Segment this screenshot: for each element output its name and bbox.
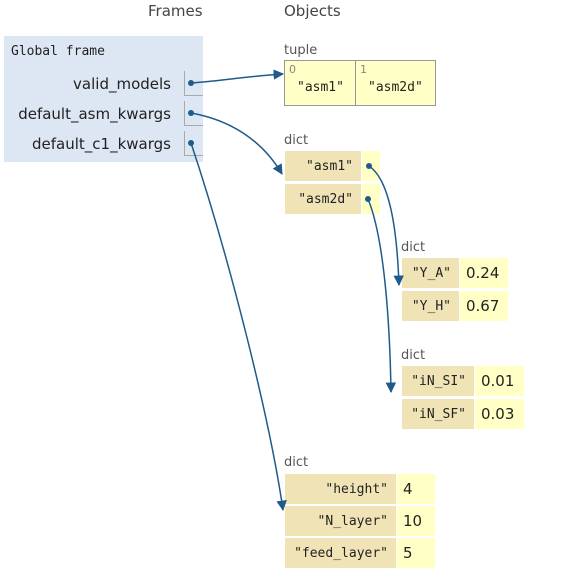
frame-title: Global frame xyxy=(11,44,105,59)
pointer-dot-asm1 xyxy=(366,163,372,169)
objects-header: Objects xyxy=(284,2,341,20)
dict-c1-label: dict xyxy=(284,455,309,470)
var-slot-default-asm-kwargs xyxy=(184,101,203,126)
tuple-value-1: "asm2d" xyxy=(368,80,423,95)
dict-asm1-key-1: "Y_H" xyxy=(402,291,459,321)
arrow-c1-kwargs-to-dict xyxy=(190,142,287,512)
dict-asm1-key-0: "Y_A" xyxy=(402,258,459,288)
var-valid-models: valid_models xyxy=(73,75,171,93)
dict-asm2d-value-1: 0.03 xyxy=(475,399,524,429)
dict-c1-key-2: "feed_layer" xyxy=(285,538,396,568)
dict-c1-key-1: "N_layer" xyxy=(285,506,396,536)
dict-c1-key-0: "height" xyxy=(285,474,396,504)
arrow-asm2d-to-params xyxy=(367,198,397,394)
tuple-index-1: 1 xyxy=(360,63,367,76)
arrow-asm1-to-params xyxy=(368,165,404,287)
tuple-item-1: 1 "asm2d" xyxy=(355,60,436,106)
pointer-dot-c1-kwargs xyxy=(188,140,194,146)
dict-asm-key-asm1: "asm1" xyxy=(285,151,361,181)
tuple-item-0: 0 "asm1" xyxy=(284,60,356,106)
var-default-c1-kwargs: default_c1_kwargs xyxy=(32,135,171,153)
var-default-asm-kwargs: default_asm_kwargs xyxy=(18,105,171,123)
dict-asm2d-value-0: 0.01 xyxy=(475,366,524,396)
dict-asm1-label: dict xyxy=(401,240,426,255)
dict-c1-value-0: 4 xyxy=(397,474,435,504)
tuple-label: tuple xyxy=(284,43,318,58)
var-slot-valid-models xyxy=(184,71,203,96)
dict-c1-value-2: 5 xyxy=(397,538,435,568)
dict-asm2d-key-1: "iN_SF" xyxy=(402,399,474,429)
dict-c1-value-1: 10 xyxy=(397,506,435,536)
global-frame: Global frame valid_models default_asm_kw… xyxy=(4,36,203,162)
dict-asm1-value-0: 0.24 xyxy=(460,258,508,288)
dict-asm-label: dict xyxy=(284,133,309,148)
tuple-index-0: 0 xyxy=(289,63,296,76)
dict-asm2d-label: dict xyxy=(401,348,426,363)
dict-asm-key-asm2d: "asm2d" xyxy=(285,184,361,214)
arrow-asm-kwargs-to-dict xyxy=(190,112,283,175)
pointer-dot-asm2d xyxy=(365,196,371,202)
pointer-dot-asm-kwargs xyxy=(188,110,194,116)
var-slot-default-c1-kwargs xyxy=(184,131,203,156)
dict-asm2d-key-0: "iN_SI" xyxy=(402,366,474,396)
dict-asm1-value-1: 0.67 xyxy=(460,291,508,321)
frames-header: Frames xyxy=(148,2,203,20)
pointer-dot-valid-models xyxy=(188,80,194,86)
arrow-valid-models-to-tuple xyxy=(190,69,285,84)
tuple-value-0: "asm1" xyxy=(297,80,344,95)
